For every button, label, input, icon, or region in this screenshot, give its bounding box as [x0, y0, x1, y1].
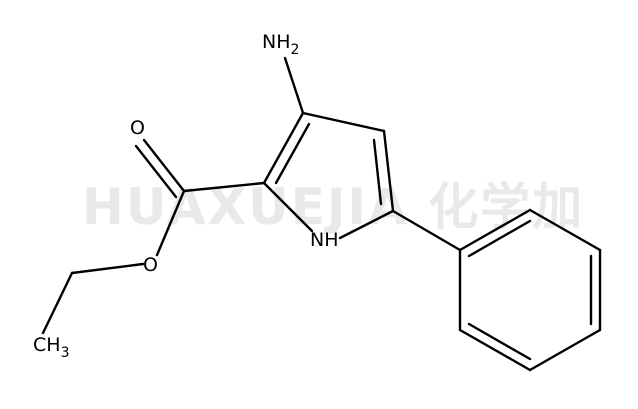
bond-ester-o-ch2: [70, 262, 145, 275]
watermark: HUAXUEJIA 化学加: [82, 178, 584, 236]
carbonyl-oxygen-label: O: [130, 117, 145, 139]
amino-label: NH2: [262, 31, 299, 58]
bond-c3-c4: [301, 111, 386, 133]
bond-c3-nh2: [283, 56, 305, 115]
bond-c5-phenyl: [391, 209, 462, 252]
methyl-label: CH3: [33, 334, 69, 361]
bond-ch2-ch3: [41, 271, 74, 335]
bond-c2-carbonyl: [182, 181, 266, 193]
bond-c2-c3-inner: [274, 122, 311, 185]
bond-carbonyl-ester-o: [155, 189, 186, 257]
bond-c4-c5-inner: [372, 138, 383, 206]
ester-oxygen-label: O: [143, 254, 158, 276]
bond-ph-1-2-inner: [467, 219, 532, 258]
bond-carbonyl-double-b: [134, 144, 178, 199]
bond-ph-2-3: [528, 208, 602, 252]
bond-ph-5-6: [458, 328, 532, 372]
bond-c4-c5: [382, 129, 395, 213]
bond-ph-4-5: [528, 328, 602, 372]
ring-nh-label: NH: [310, 229, 339, 251]
bond-c2-c3: [262, 111, 305, 185]
bond-n1-c2: [262, 181, 314, 233]
bond-ph-5-6-inner: [467, 322, 532, 361]
bond-carbonyl-double-a: [142, 138, 186, 193]
bond-c5-n1: [338, 209, 395, 240]
bond-ph-1-2: [458, 208, 532, 252]
